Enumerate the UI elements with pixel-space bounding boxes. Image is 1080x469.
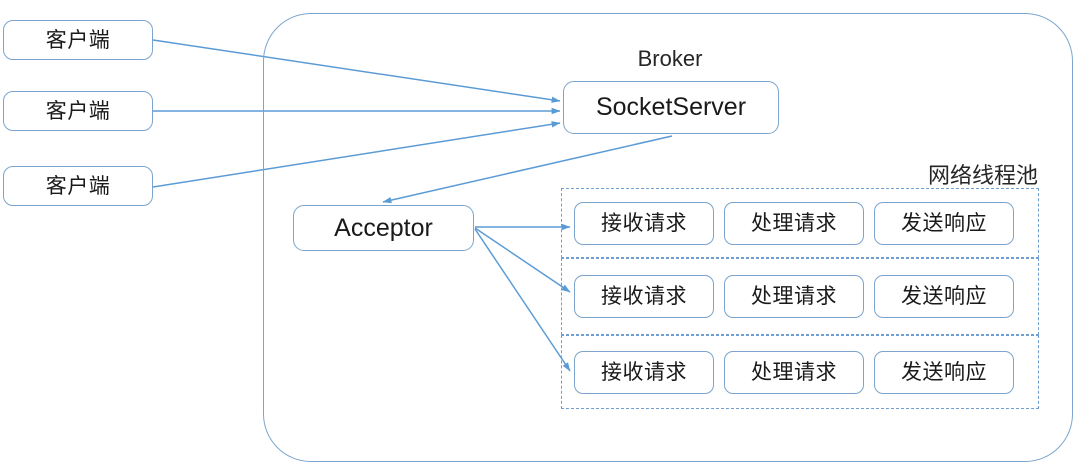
thread-row-3: 接收请求 处理请求 发送响应 xyxy=(561,335,1039,409)
acceptor-box[interactable]: Acceptor xyxy=(293,205,474,251)
stage-label: 处理请求 xyxy=(751,211,837,235)
stage-label: 发送响应 xyxy=(901,360,987,384)
stage-process-request-3[interactable]: 处理请求 xyxy=(724,350,864,394)
client-box-3[interactable]: 客户端 xyxy=(3,166,153,206)
socket-server-label: SocketServer xyxy=(595,93,747,121)
stage-send-response-1[interactable]: 发送响应 xyxy=(874,201,1014,245)
acceptor-label: Acceptor xyxy=(334,213,433,242)
stage-process-request-1[interactable]: 处理请求 xyxy=(724,201,864,245)
network-thread-pool-title: 网络线程池 xyxy=(927,163,1038,188)
stage-label: 接收请求 xyxy=(601,285,687,308)
stage-label: 发送响应 xyxy=(901,211,987,235)
broker-title: Broker xyxy=(637,46,703,71)
socket-server-box[interactable]: SocketServer xyxy=(563,81,779,134)
stage-label: 处理请求 xyxy=(751,360,837,384)
stage-receive-request-3[interactable]: 接收请求 xyxy=(574,350,714,394)
stage-receive-request-2[interactable]: 接收请求 xyxy=(574,275,714,318)
stage-label: 接收请求 xyxy=(601,211,687,235)
thread-row-1: 接收请求 处理请求 发送响应 xyxy=(561,188,1039,258)
client-label-1: 客户端 xyxy=(45,28,111,52)
stage-label: 发送响应 xyxy=(901,285,987,308)
client-box-1[interactable]: 客户端 xyxy=(3,20,153,60)
client-label-3: 客户端 xyxy=(45,174,111,198)
client-box-2[interactable]: 客户端 xyxy=(3,91,153,131)
client-label-2: 客户端 xyxy=(45,99,111,123)
stage-receive-request-1[interactable]: 接收请求 xyxy=(574,201,714,245)
network-thread-pool: 接收请求 处理请求 发送响应 接收请求 处理请求 发送响应 接收请求 xyxy=(561,188,1039,409)
stage-label: 处理请求 xyxy=(751,285,837,308)
stage-send-response-3[interactable]: 发送响应 xyxy=(874,350,1014,394)
broker-boundary xyxy=(263,13,1073,462)
thread-row-2: 接收请求 处理请求 发送响应 xyxy=(561,258,1039,335)
stage-label: 接收请求 xyxy=(601,360,687,384)
stage-send-response-2[interactable]: 发送响应 xyxy=(874,275,1014,318)
stage-process-request-2[interactable]: 处理请求 xyxy=(724,275,864,318)
